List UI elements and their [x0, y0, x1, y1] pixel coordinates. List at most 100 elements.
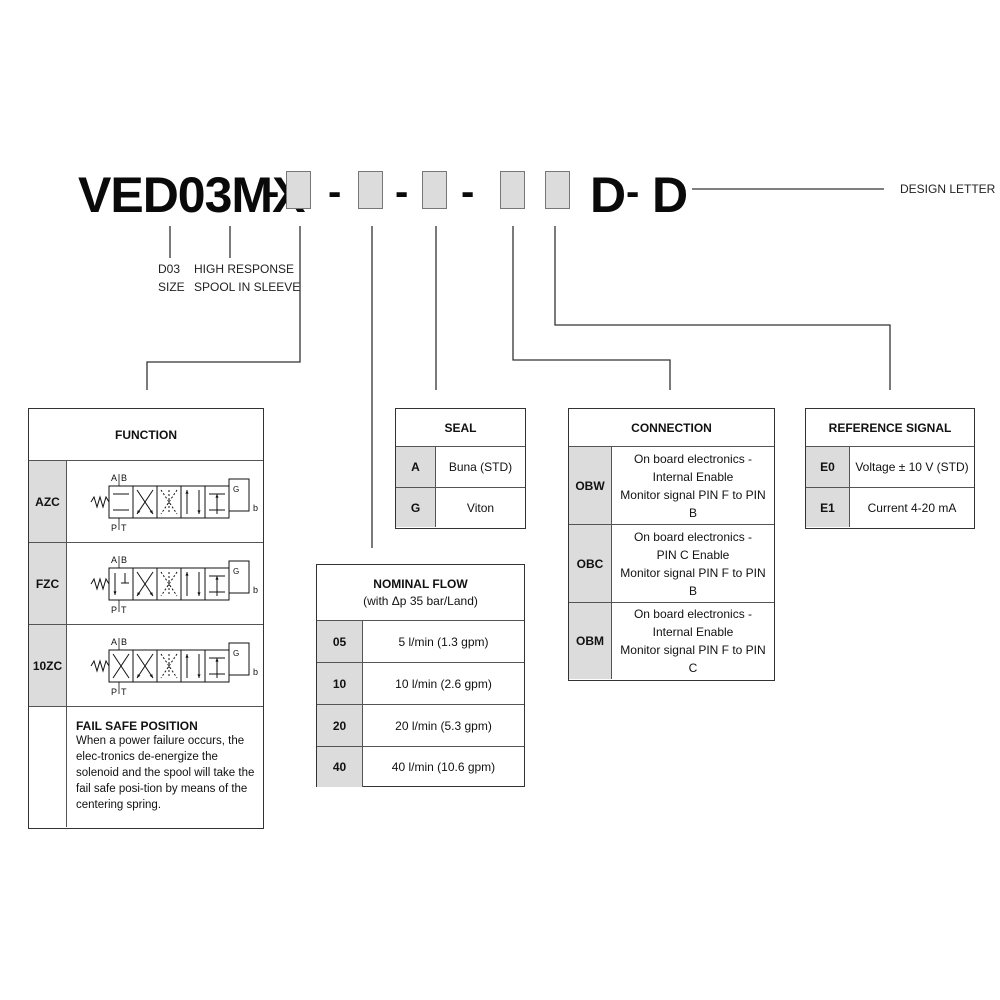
code-dash-4: -	[461, 170, 475, 214]
reference-code: E0	[806, 447, 850, 487]
connection-row: OBC On board electronics - PIN C Enable …	[569, 525, 774, 603]
flow-value: 20 l/min (5.3 gpm)	[395, 718, 492, 733]
spool-note: HIGH RESPONSE SPOOL IN SLEEVE	[194, 260, 300, 296]
connection-leader	[512, 226, 671, 390]
arrow-head	[197, 674, 201, 678]
solenoid-g-label: G	[233, 485, 239, 494]
flow-arrow	[136, 571, 154, 597]
transition-line	[160, 653, 178, 679]
flow-code: 10	[317, 663, 363, 704]
arrow-head	[149, 510, 153, 514]
connection-code: OBM	[569, 603, 612, 679]
port-t-label: T	[121, 687, 127, 697]
nominal-flow-title: NOMINAL FLOW	[373, 577, 468, 591]
arrow-head	[197, 592, 201, 596]
flow-row: 05 5 l/min (1.3 gpm)	[317, 621, 524, 663]
function-code: AZC	[29, 461, 67, 542]
size-note-line2: SIZE	[158, 280, 185, 294]
fail-safe-spacer	[29, 707, 67, 827]
valve-position-box	[180, 649, 206, 683]
arrow-head	[137, 592, 141, 596]
seal-row: A Buna (STD)	[396, 447, 525, 488]
reference-row: E0 Voltage ± 10 V (STD)	[806, 447, 974, 488]
fail-safe-content: FAIL SAFE POSITION When a power failure …	[67, 707, 263, 827]
solenoid-g-label: G	[233, 649, 239, 658]
flow-row: 40 40 l/min (10.6 gpm)	[317, 747, 524, 787]
arrow-head	[149, 674, 153, 678]
fail-safe-text: When a power failure occurs, the elec-tr…	[76, 735, 255, 811]
function-leader	[146, 226, 301, 390]
connection-table: CONNECTION OBW On board electronics - In…	[568, 408, 775, 681]
arrow-head	[185, 572, 189, 576]
fail-safe-row: FAIL SAFE POSITION When a power failure …	[29, 707, 263, 827]
connection-line: On board electronics -	[633, 451, 753, 466]
transition-line	[160, 653, 178, 679]
model-code-suffix-1: D	[590, 167, 626, 223]
solenoid-b-label: b	[253, 667, 258, 677]
arrow-head	[215, 494, 219, 498]
reference-code: E1	[806, 488, 850, 527]
seal-code: A	[396, 447, 436, 487]
transition-line	[160, 571, 178, 597]
arrow-head	[185, 490, 189, 494]
transition-line	[160, 489, 178, 515]
port-a-label: A	[111, 555, 117, 565]
reference-signal-table: REFERENCE SIGNAL E0 Voltage ± 10 V (STD)…	[805, 408, 975, 529]
arrow-head	[185, 654, 189, 658]
seal-value: Buna (STD)	[448, 460, 513, 474]
size-note-line1: D03	[158, 262, 181, 276]
solenoid-box	[228, 642, 250, 676]
flow-arrow	[136, 489, 154, 515]
transition-line	[160, 571, 178, 597]
port-a-label: A	[111, 637, 117, 647]
flow-value: 40 l/min (10.6 gpm)	[391, 760, 496, 774]
nominal-flow-header: NOMINAL FLOW (with Δp 35 bar/Land)	[317, 565, 524, 621]
flow-value: 10 l/min (2.6 gpm)	[395, 676, 492, 691]
flow-code: 05	[317, 621, 363, 662]
connection-row: OBW On board electronics - Internal Enab…	[569, 447, 774, 525]
arrow-head	[137, 510, 141, 514]
connection-table-title: CONNECTION	[569, 409, 774, 447]
solenoid-b-label: b	[253, 503, 258, 513]
nominal-flow-subtitle: (with Δp 35 bar/Land)	[363, 594, 478, 608]
seal-slot	[422, 171, 447, 209]
reference-signal-slot	[545, 171, 570, 209]
reference-value: Current 4-20 mA	[867, 500, 957, 515]
seal-row: G Viton	[396, 488, 525, 527]
arrow-head	[197, 510, 201, 514]
port-a-label: A	[111, 473, 117, 483]
arrow-head	[137, 674, 141, 678]
flow-code: 40	[317, 747, 363, 787]
function-code: 10ZC	[29, 625, 67, 706]
function-code: FZC	[29, 543, 67, 624]
flow-slot	[358, 171, 383, 209]
arrow-head	[215, 576, 219, 580]
transition-line	[160, 489, 178, 515]
code-dash-5: -	[626, 170, 640, 214]
connection-line: Monitor signal PIN F to PIN B	[620, 565, 766, 598]
flow-arrow	[136, 653, 154, 679]
code-dash-2: -	[328, 170, 342, 214]
connection-line: PIN C Enable	[656, 547, 730, 562]
seal-table-title: SEAL	[396, 409, 525, 447]
spring-icon	[90, 495, 110, 509]
arrow-head	[113, 591, 117, 595]
port-p-label: P	[111, 605, 117, 615]
connection-code: OBC	[569, 525, 612, 602]
port-p-label: P	[111, 523, 117, 533]
seal-value: Viton	[466, 500, 495, 515]
connection-value: On board electronics - Internal Enable M…	[612, 603, 774, 679]
spool-note-line1: HIGH RESPONSE	[194, 262, 295, 276]
valve-position-box	[108, 567, 134, 601]
connection-line: Internal Enable	[652, 469, 734, 484]
